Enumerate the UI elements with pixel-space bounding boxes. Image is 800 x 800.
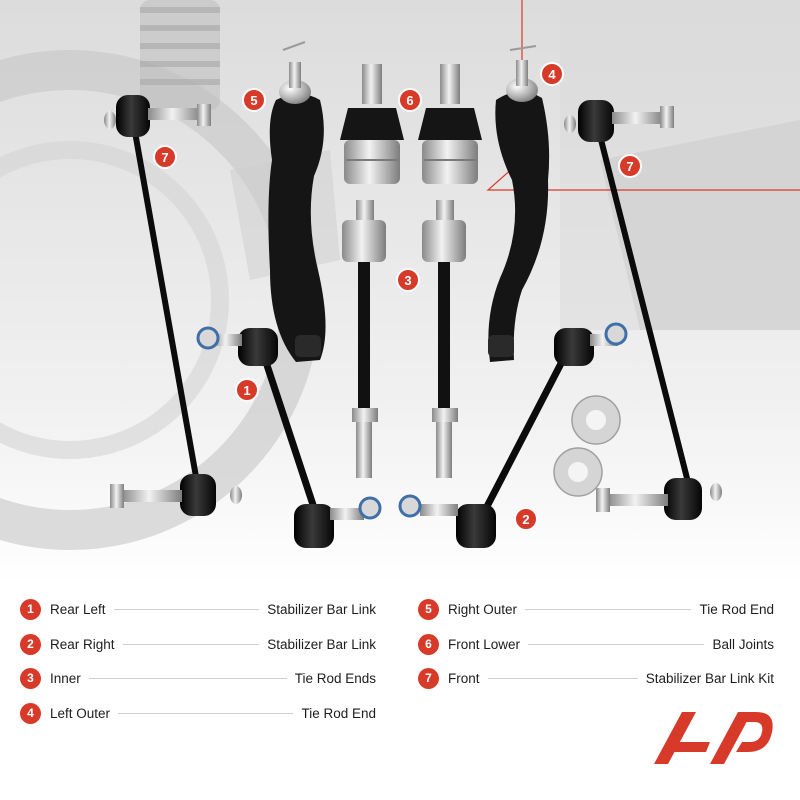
front-stabilizer-link-left <box>104 95 242 516</box>
washer-2 <box>553 447 603 497</box>
front-stabilizer-link-right <box>564 100 722 520</box>
legend-row-6: 6 Front Lower Ball Joints <box>418 632 774 656</box>
legend-number-badge: 1 <box>20 598 41 620</box>
legend-row-1: 1 Rear Left Stabilizer Bar Link <box>20 597 376 621</box>
legend-label: Rear Right <box>50 636 115 652</box>
legend-label: Rear Left <box>50 601 106 617</box>
legend-row-7: 7 Front Stabilizer Bar Link Kit <box>418 666 774 690</box>
callout-1: 1 <box>235 378 259 402</box>
legend-number-badge: 7 <box>418 667 439 689</box>
outer-tie-rod-end-left <box>488 45 550 362</box>
legend-value: Ball Joints <box>712 636 774 652</box>
legend-label: Front Lower <box>448 636 521 652</box>
legend-leader-line <box>122 643 260 645</box>
rear-stabilizer-link-right <box>398 322 628 548</box>
callout-6: 6 <box>398 88 422 112</box>
callout-2: 2 <box>514 507 538 531</box>
parts-legend: 1 Rear Left Stabilizer Bar Link 2 Rear R… <box>0 585 800 800</box>
inner-tie-rod-end-right <box>422 200 466 478</box>
legend-value: Tie Rod End <box>301 705 376 721</box>
callout-3: 3 <box>396 268 420 292</box>
legend-value: Stabilizer Bar Link Kit <box>645 670 774 686</box>
legend-value: Tie Rod Ends <box>294 670 376 686</box>
legend-row-2: 2 Rear Right Stabilizer Bar Link <box>20 632 376 656</box>
legend-row-4: 4 Left Outer Tie Rod End <box>20 701 376 725</box>
ball-joint-left <box>340 64 404 184</box>
legend-label: Right Outer <box>448 601 518 617</box>
legend-value: Tie Rod End <box>699 601 774 617</box>
ball-joint-right <box>418 64 482 184</box>
legend-label: Left Outer <box>50 705 111 721</box>
washer-1 <box>571 395 621 445</box>
legend-leader-line <box>88 677 287 679</box>
legend-leader-line <box>113 608 260 610</box>
legend-value: Stabilizer Bar Link <box>267 601 376 617</box>
outer-tie-rod-end-right <box>268 41 326 362</box>
callout-7-right: 7 <box>618 154 642 178</box>
legend-value: Stabilizer Bar Link <box>267 636 376 652</box>
legend-row-3: 3 Inner Tie Rod Ends <box>20 666 376 690</box>
rear-stabilizer-link-left <box>196 326 382 548</box>
legend-number-badge: 4 <box>20 702 41 724</box>
legend-number-badge: 2 <box>20 633 41 655</box>
legend-leader-line <box>118 712 294 714</box>
legend-leader-line <box>487 677 638 679</box>
brand-logo-icon <box>654 712 773 764</box>
legend-number-badge: 5 <box>418 598 439 620</box>
legend-number-badge: 6 <box>418 633 439 655</box>
legend-leader-line <box>528 643 705 645</box>
callout-5: 5 <box>242 88 266 112</box>
legend-row-5: 5 Right Outer Tie Rod End <box>418 597 774 621</box>
legend-leader-line <box>525 608 692 610</box>
inner-tie-rod-end-left <box>342 200 386 478</box>
product-photo <box>0 0 800 585</box>
callout-7-left: 7 <box>153 145 177 169</box>
legend-label: Inner <box>50 670 81 686</box>
legend-label: Front <box>448 670 480 686</box>
legend-number-badge: 3 <box>20 667 41 689</box>
callout-4: 4 <box>540 62 564 86</box>
